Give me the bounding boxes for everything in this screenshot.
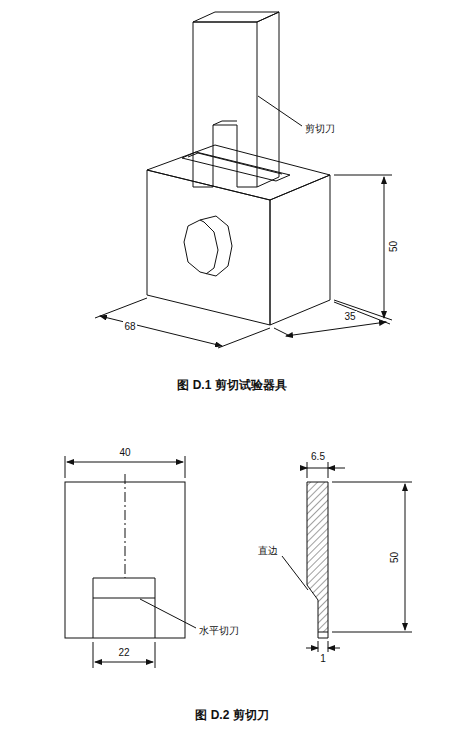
- dimension: 6.5: [310, 451, 326, 462]
- leader: [258, 96, 302, 126]
- part-name: 直边: [257, 545, 279, 556]
- dimension: 35: [343, 311, 356, 322]
- dimension: 22: [117, 647, 130, 658]
- part-name: 剪切刀: [304, 123, 336, 134]
- blade: [193, 12, 279, 187]
- dimensions-d1: [95, 175, 392, 348]
- dimension: 40: [118, 447, 131, 458]
- dimension: 50: [389, 239, 400, 252]
- dimension: 1: [319, 653, 327, 664]
- test-block: [147, 145, 330, 325]
- dimension: 68: [123, 321, 136, 332]
- blade-front-view: [65, 456, 196, 668]
- part-name: 水平切刀: [198, 625, 240, 636]
- figure-caption: 图 D.1 剪切试验器具: [176, 379, 287, 392]
- figure-caption: 图 D.2 剪切刀: [194, 709, 269, 722]
- blade-side-view: [282, 462, 412, 652]
- dimension: 50: [390, 550, 401, 563]
